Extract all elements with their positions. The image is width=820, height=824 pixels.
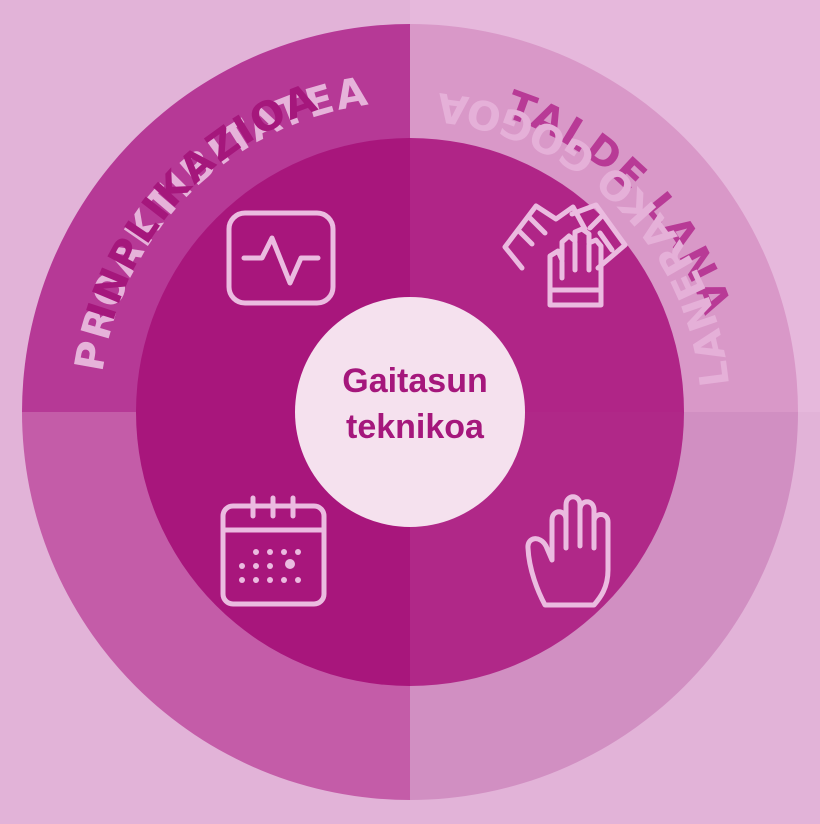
activity-icon xyxy=(226,210,336,306)
raised-hand-icon xyxy=(525,494,611,608)
center-label-line2: teknikoa xyxy=(346,408,484,446)
center-label-line1: Gaitasun xyxy=(342,362,488,400)
calendar-icon xyxy=(220,495,327,607)
center-label: Gaitasun teknikoa xyxy=(300,329,530,479)
team-hands-icon xyxy=(502,202,628,308)
center-circle xyxy=(295,297,525,527)
